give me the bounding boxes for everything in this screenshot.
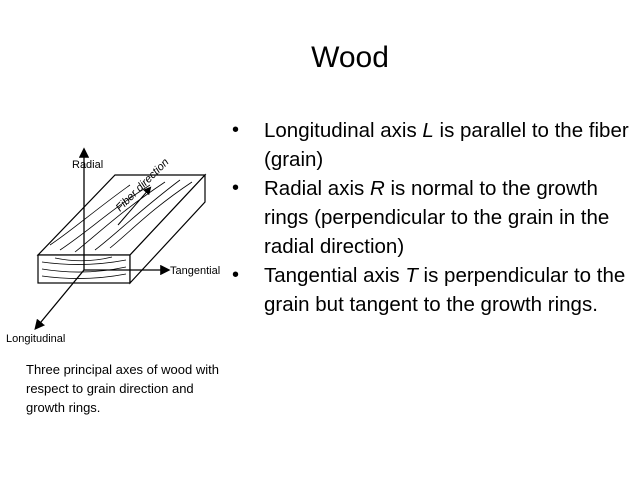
bullet-axis-symbol: R [369,177,385,200]
longitudinal-label: Longitudinal [6,333,65,345]
bullet-dot: • [232,264,240,286]
bullet-text: Radial axis [264,177,370,200]
wood-axes-diagram: Radial Tangential Longitudinal Fiber dir… [6,147,220,345]
slide-title: Wood [311,41,389,74]
radial-label: Radial [72,159,103,171]
bullet-item-longitudinal: • Longitudinal axis L is parallel to the… [232,116,632,174]
fiber-direction-arrow [117,186,152,226]
bullet-dot: • [232,119,240,141]
wood-plank [36,173,207,285]
bullet-item-radial: • Radial axis R is normal to the growth … [232,174,632,261]
bullet-axis-symbol: L [422,119,434,142]
bullet-list: • Longitudinal axis L is parallel to the… [232,116,632,319]
bullet-item-tangential: • Tangential axis T is perpendicular to … [232,261,632,319]
longitudinal-axis-arrow [34,269,85,331]
bullet-text: Tangential axis [264,264,406,287]
bullet-text: Longitudinal axis [264,119,423,142]
tangential-label: Tangential [170,265,220,277]
bullet-text: is normal to the growth rings (perpendic… [264,177,610,258]
figure-caption: Three principal axes of wood with respec… [26,362,219,415]
bullet-text: is parallel to the fiber (grain) [264,119,629,171]
bullet-text: is perpendicular to the grain but tangen… [264,264,626,316]
bullet-dot: • [232,177,240,199]
bullet-axis-symbol: T [405,264,418,287]
